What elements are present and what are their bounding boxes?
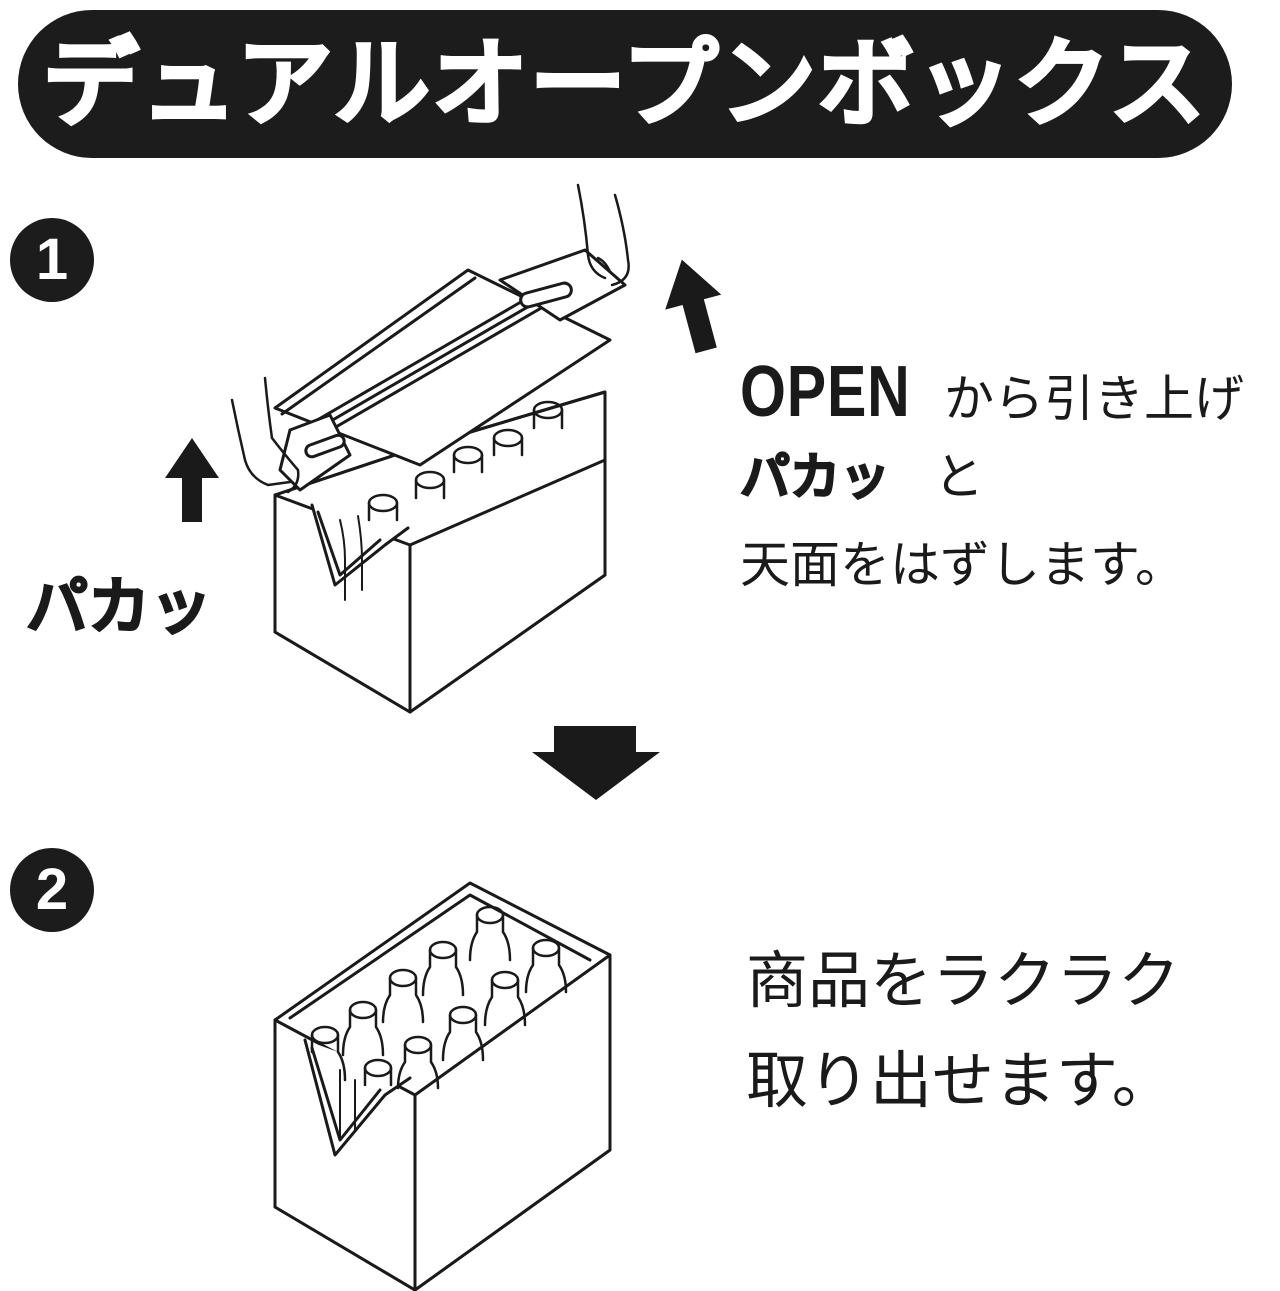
pakat-label: パカッ xyxy=(739,448,891,506)
step-2-caption-line-2: 取り出せます。 xyxy=(746,1044,1174,1117)
step-1-badge: 1 xyxy=(10,218,94,302)
up-arrow-icon xyxy=(665,259,722,354)
step-1-side-label: パカッ xyxy=(25,569,213,644)
up-arrow-icon xyxy=(165,438,219,522)
hand-icon xyxy=(230,183,630,494)
down-arrow-icon xyxy=(532,726,660,800)
open-box-with-lid-illustration xyxy=(273,248,627,714)
step-1-caption-line-1-rest: から引き上げ xyxy=(943,370,1244,428)
step-2-caption-line-1: 商品をラクラク xyxy=(746,944,1181,1017)
step-1-caption-line-2: パカッ と xyxy=(739,451,984,503)
step-1-caption-line-3: 天面をはずします。 xyxy=(740,536,1185,594)
title-banner: デュアルオープンボックス xyxy=(18,10,1232,158)
step-1-caption-line-2-rest: と xyxy=(933,448,984,506)
step-1-caption-line-1: OPEN から引き上げ xyxy=(740,356,1244,428)
open-label: OPEN xyxy=(740,352,911,432)
step-2-badge: 2 xyxy=(10,848,94,932)
open-box-with-bottles-illustration xyxy=(273,881,612,1291)
page-title: デュアルオープンボックス xyxy=(41,28,1208,140)
